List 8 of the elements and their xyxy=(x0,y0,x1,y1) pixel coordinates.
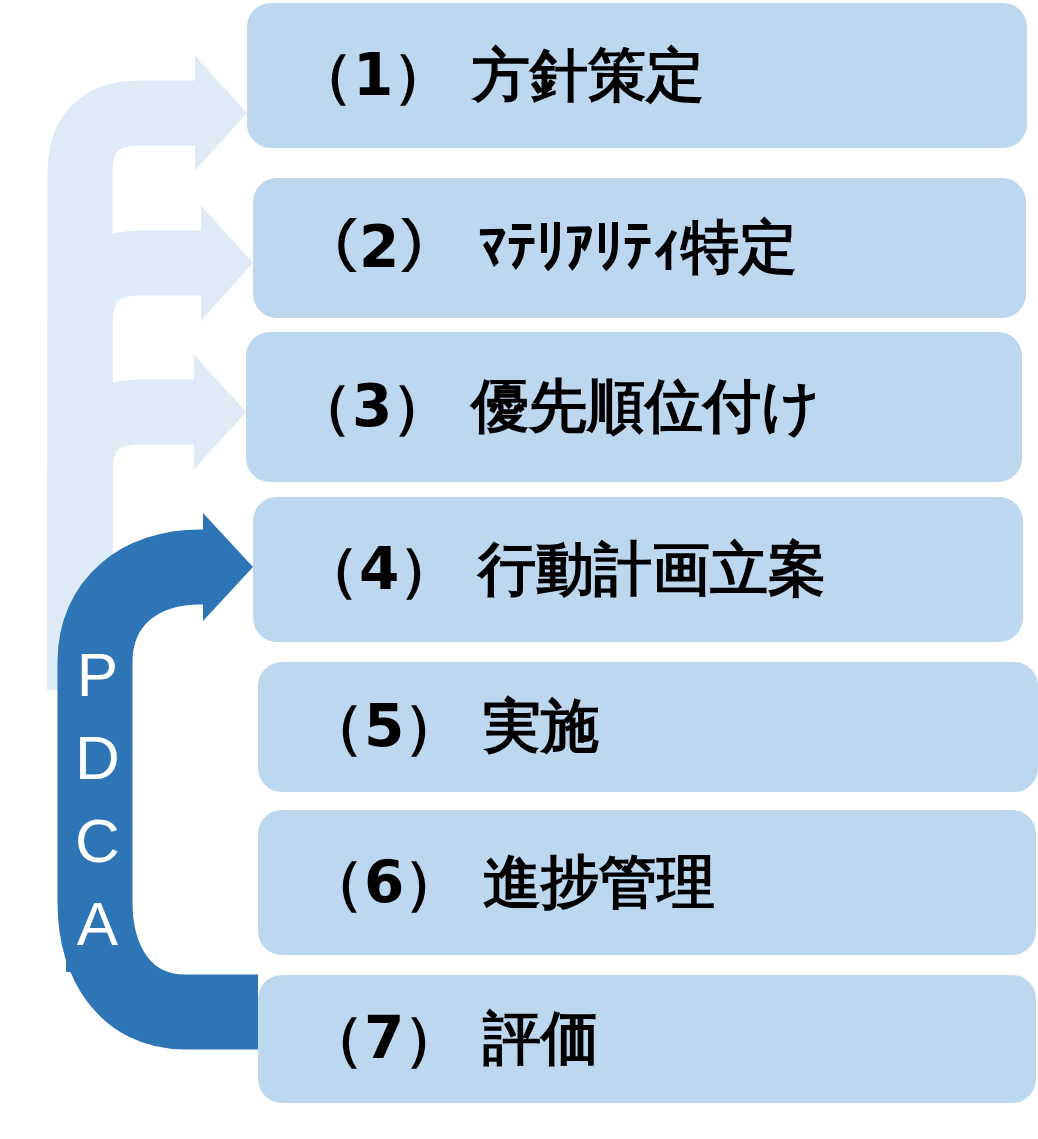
step-box: （3） 優先順位付け xyxy=(246,332,1022,482)
step-box: （5） 実施 xyxy=(258,662,1038,792)
step-box: （6） 進捗管理 xyxy=(258,810,1036,955)
step-box: （4） 行動計画立案 xyxy=(253,497,1023,642)
block-arrow xyxy=(57,513,258,1050)
step-box: （1） 方針策定 xyxy=(247,3,1027,148)
step-box: （7） 評価 xyxy=(258,975,1036,1103)
step-box: （2） ﾏﾃﾘｱﾘﾃｨ特定 xyxy=(253,178,1026,318)
